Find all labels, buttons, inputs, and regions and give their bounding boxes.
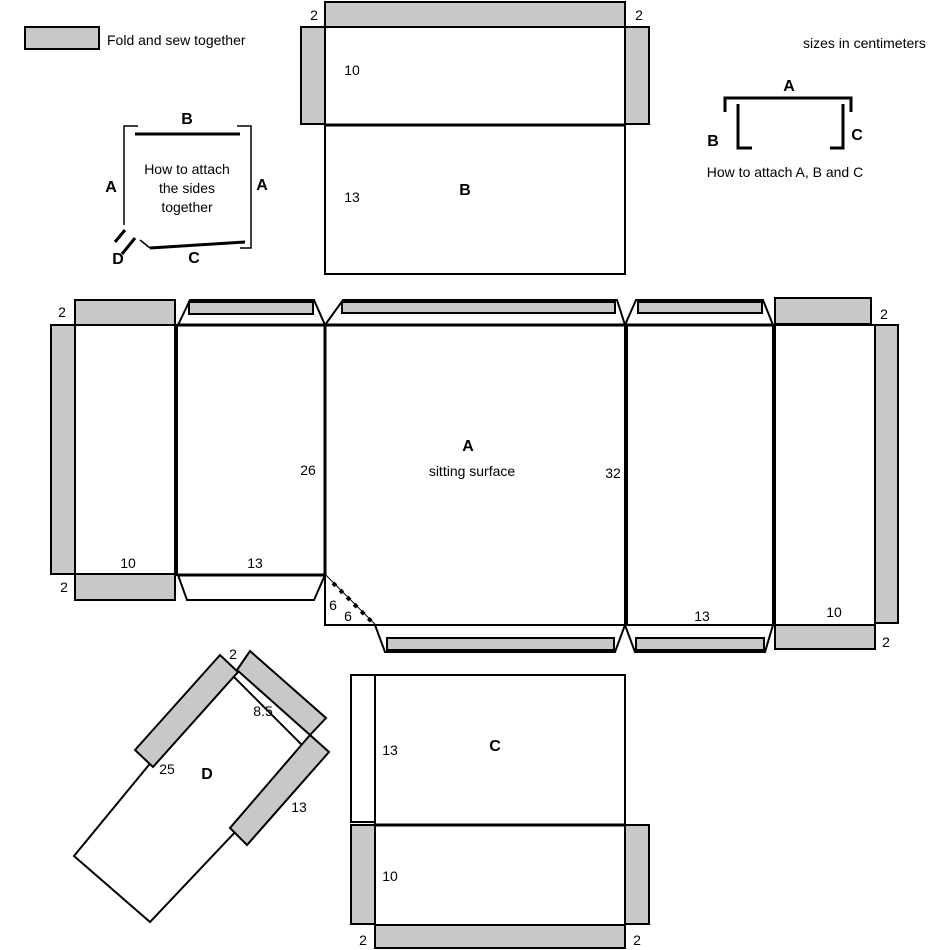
sides-guide-label-a-right: A — [256, 177, 268, 194]
part-a-right-bottom-flap — [774, 624, 876, 650]
part-c-letter: C — [489, 738, 501, 755]
dim-b-flap-height: 10 — [344, 62, 360, 78]
dim-a-inner-right-width: 13 — [694, 608, 710, 624]
dim-b-body-height: 13 — [344, 189, 360, 205]
dim-a-corner-1: 6 — [329, 597, 337, 613]
abc-guide: A B C How to attach A, B and C — [707, 78, 863, 180]
part-c-left-flap — [350, 824, 376, 925]
part-d-flap-3 — [228, 733, 331, 847]
part-d: 2 8.5 25 13 D — [72, 646, 331, 924]
legend-swatch — [24, 26, 100, 50]
dim-a-left-seam-bottom: 2 — [60, 579, 68, 595]
dim-d-flap-length: 13 — [291, 799, 307, 815]
dim-c-seam-bl: 2 — [359, 932, 367, 948]
dim-d-seam: 2 — [229, 646, 237, 662]
dim-c-body-height: 13 — [382, 742, 398, 758]
part-b-letter: B — [459, 182, 471, 199]
part-a: 2 2 10 13 26 32 6 6 13 10 2 2 A sitting … — [50, 297, 899, 653]
part-b-panel — [324, 26, 626, 275]
dim-a-corner-2: 6 — [344, 608, 352, 624]
part-a-left-panel — [74, 324, 176, 575]
part-c-bottom-flap — [374, 924, 626, 949]
sides-guide: B A A D C How to attach the sides togeth… — [105, 111, 268, 268]
abc-guide-label-c: C — [851, 127, 863, 144]
dim-c-seam-br: 2 — [633, 932, 641, 948]
part-a-right-side-flap — [874, 324, 899, 624]
dim-a-right-width: 10 — [826, 604, 842, 620]
sides-guide-title-1: How to attach — [144, 161, 230, 177]
part-a-caption: sitting surface — [429, 463, 516, 479]
sides-guide-label-d: D — [112, 251, 124, 268]
part-a-left-top-flap — [74, 299, 176, 326]
part-a-left-bottom-flap — [74, 573, 176, 601]
dim-a-left-seam-top: 2 — [58, 304, 66, 320]
dim-a-right-seam-top: 2 — [880, 306, 888, 322]
dim-b-seam-tl: 2 — [310, 7, 318, 23]
part-b-top-flap — [324, 1, 626, 28]
part-c-right-flap — [624, 824, 650, 925]
dim-d-width: 8.5 — [253, 703, 273, 719]
part-a-left-side-flap — [50, 324, 76, 575]
part-c: 13 10 2 2 C — [350, 674, 650, 949]
abc-guide-label-b: B — [707, 133, 719, 150]
part-a-inner-right-panel — [626, 324, 774, 626]
legend: Fold and sew together — [24, 26, 246, 50]
part-d-flap-2 — [235, 649, 328, 737]
sides-guide-label-b: B — [181, 111, 193, 128]
dim-d-length: 25 — [159, 761, 175, 777]
part-c-left-strip — [350, 674, 376, 823]
dim-a-right-height: 32 — [605, 465, 621, 481]
legend-text: Fold and sew together — [107, 32, 246, 48]
part-a-tab-bottom-1 — [176, 574, 327, 601]
dim-b-seam-tr: 2 — [635, 7, 643, 23]
part-b-right-flap — [624, 26, 650, 125]
part-a-right-panel — [774, 324, 876, 626]
part-a-letter: A — [462, 438, 474, 455]
abc-guide-label-a: A — [783, 78, 795, 95]
part-b-left-flap — [300, 26, 326, 125]
dim-a-right-seam-bottom: 2 — [882, 634, 890, 650]
dim-a-left-width: 10 — [120, 555, 136, 571]
sides-guide-title-2: the sides — [159, 180, 215, 196]
sides-guide-label-a-left: A — [105, 179, 117, 196]
part-c-panel — [374, 674, 626, 926]
abc-guide-caption: How to attach A, B and C — [707, 164, 863, 180]
dim-c-flap-height: 10 — [382, 868, 398, 884]
part-d-letter: D — [201, 766, 213, 783]
dim-a-left-height: 26 — [300, 462, 316, 478]
part-b: 2 2 10 13 B — [300, 1, 650, 275]
part-d-panel — [72, 668, 312, 924]
sides-guide-title-3: together — [161, 199, 213, 215]
dim-a-inner-left-width: 13 — [247, 555, 263, 571]
units-note: sizes in centimeters — [803, 35, 926, 51]
sides-guide-label-c: C — [188, 250, 200, 267]
part-a-inner-left-panel — [176, 324, 326, 576]
part-a-right-top-flap — [774, 297, 872, 325]
